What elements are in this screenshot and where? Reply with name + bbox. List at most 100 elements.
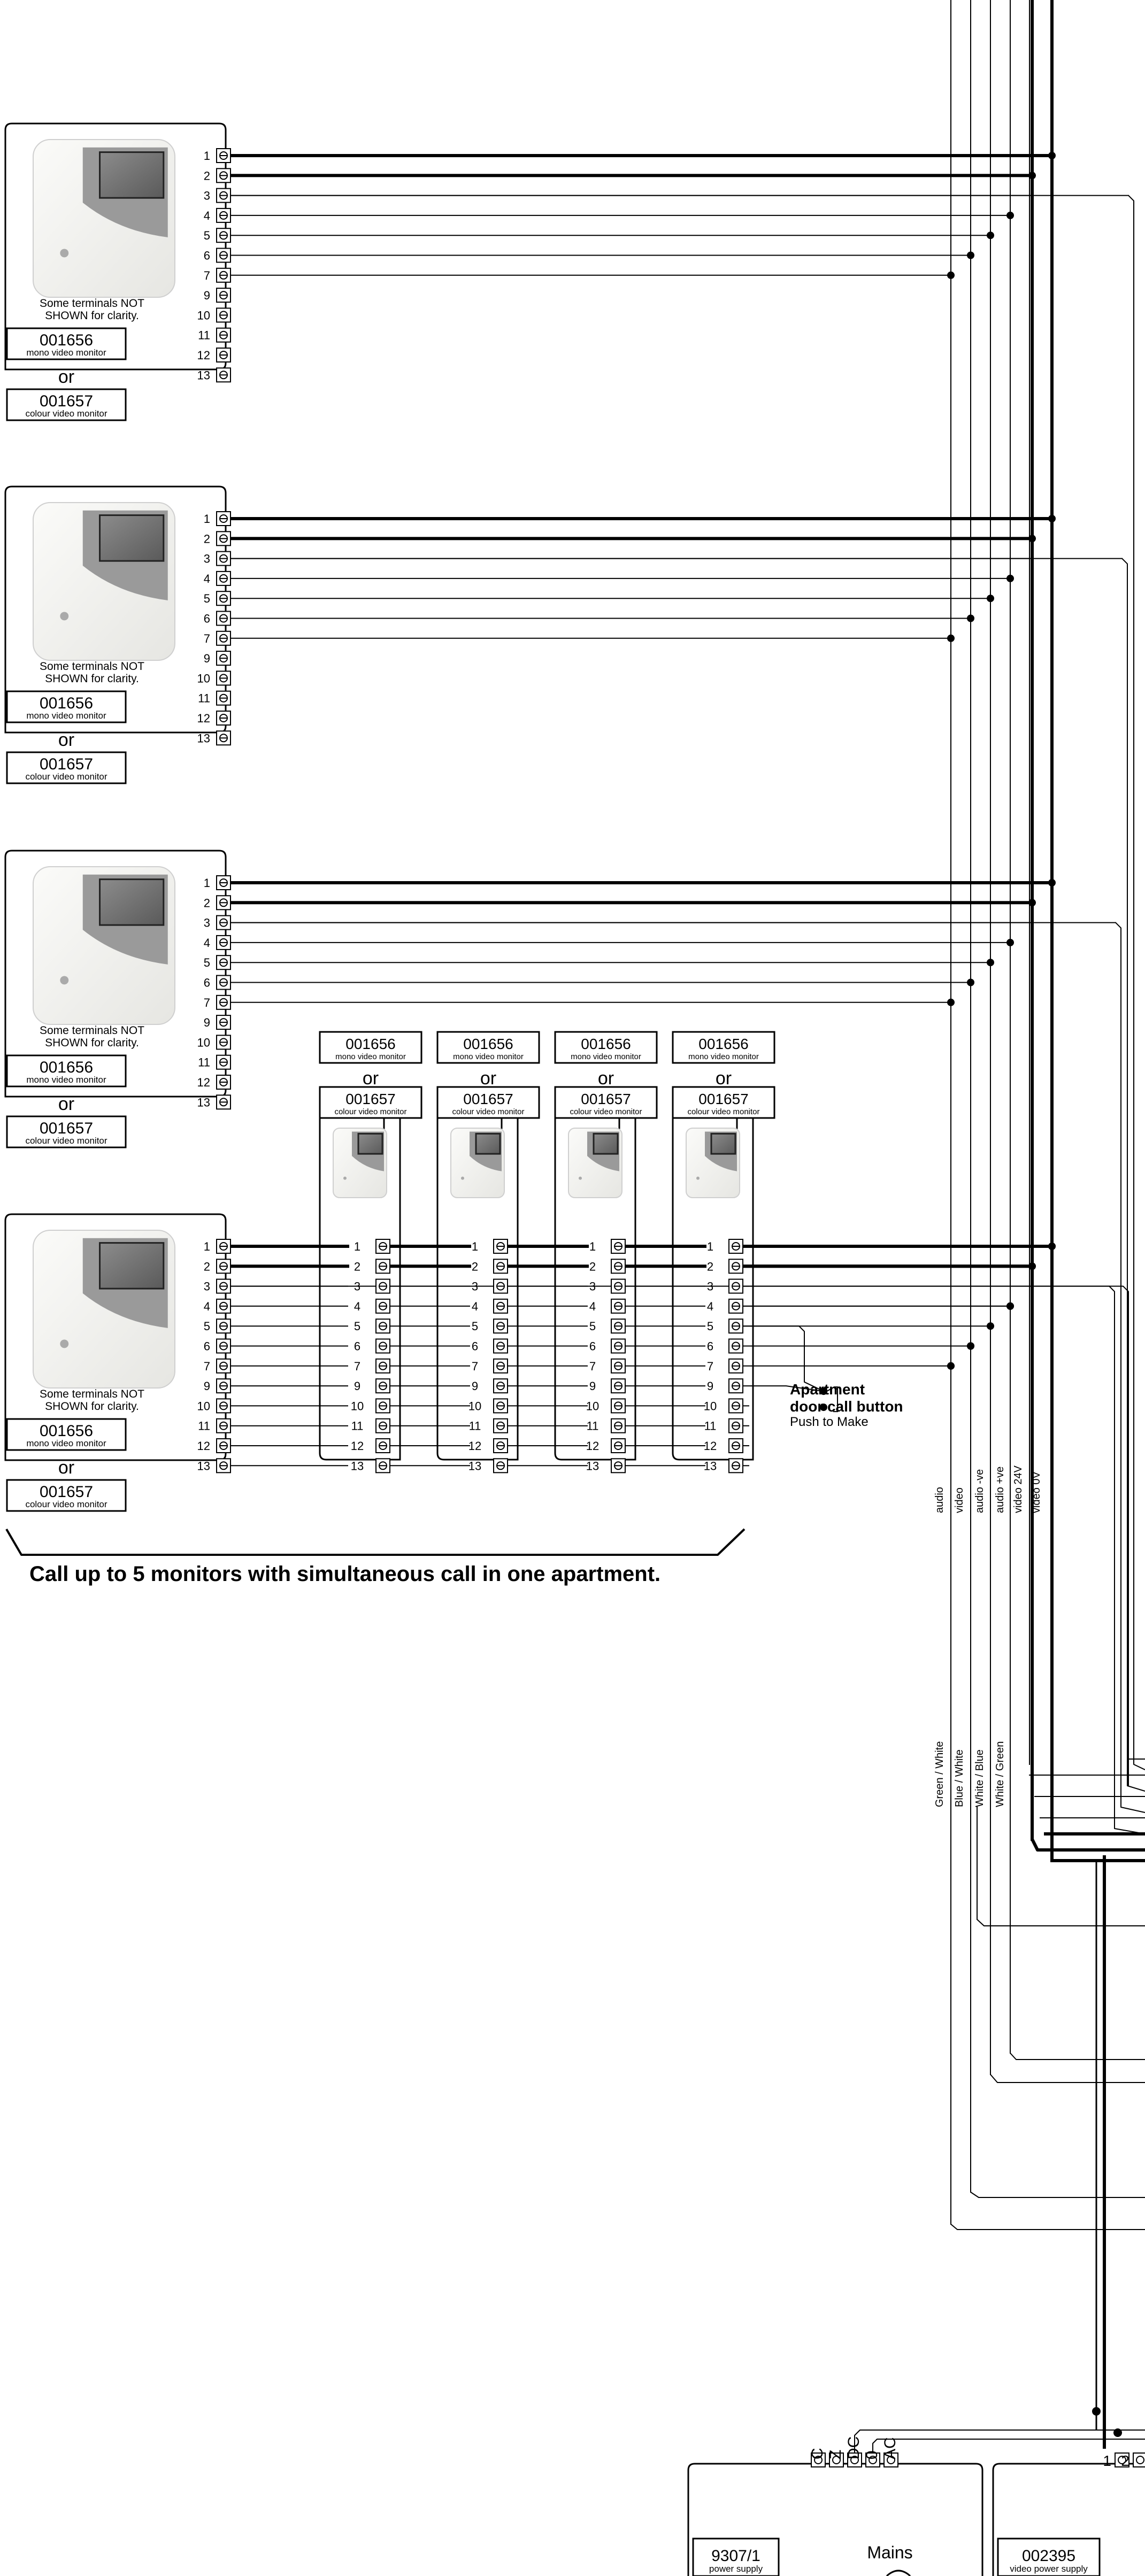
- screw-head: [379, 1421, 387, 1430]
- screw-head: [219, 151, 228, 160]
- monitor-terminal: [216, 955, 231, 970]
- screw-head: [732, 1301, 740, 1310]
- extra-colour-code-code: 001657: [345, 1091, 395, 1107]
- extra-mono-code-code: 001656: [463, 1036, 513, 1052]
- extra-monitor-outline: [436, 1118, 502, 1461]
- screw-head: [219, 898, 228, 907]
- video-ps-terminal-screw: [1136, 2456, 1144, 2464]
- extra-monitor-outline: [672, 1118, 737, 1461]
- terminal-number: 9: [204, 652, 210, 665]
- bus-line: [1128, 1759, 1145, 1764]
- terminal-number: 4: [204, 936, 210, 950]
- screw-head: [496, 1441, 505, 1450]
- extra-mono-code-label: mono video monitor: [688, 1052, 759, 1061]
- power-terminal-screw: [869, 2456, 877, 2464]
- terminal-number: 13: [197, 1096, 210, 1109]
- extra-terminal-number: 12: [468, 1439, 481, 1453]
- cable-colour-label: Blue / White: [954, 1749, 965, 1807]
- extra-terminal-number: 3: [707, 1280, 713, 1293]
- video-ps-terminal-label: 2: [1121, 2452, 1129, 2469]
- extra-terminal-number: 10: [351, 1399, 364, 1413]
- screw-head: [219, 1262, 228, 1271]
- screw-head: [219, 1441, 228, 1450]
- monitor-photo-screen: [99, 151, 165, 199]
- mono-monitor-code-box: [6, 1418, 127, 1451]
- screw-head: [614, 1421, 623, 1430]
- screw-head: [219, 594, 228, 603]
- screw-head: [219, 351, 228, 359]
- screw-head: [614, 1282, 623, 1291]
- extra-monitor-terminal: [611, 1458, 626, 1474]
- junction-dot: [947, 271, 955, 279]
- extra-terminal-number: 10: [468, 1399, 481, 1413]
- terminal-number: 7: [204, 996, 210, 1009]
- screw-head: [219, 1242, 228, 1251]
- terminal-number: 10: [197, 1399, 210, 1413]
- video-tap-riser: [1121, 558, 1145, 1792]
- screw-head: [732, 1341, 740, 1351]
- colour-monitor-code-code: 001657: [40, 1483, 93, 1501]
- extra-terminal-number: 7: [707, 1360, 713, 1373]
- terminal-number: 13: [197, 368, 210, 382]
- extra-monitor-photo-button: [696, 1176, 700, 1180]
- junction-dot: [1006, 574, 1014, 582]
- extra-terminal-number: 4: [472, 1300, 478, 1313]
- terminal-number: 10: [197, 672, 210, 685]
- power-dc-wire: [854, 2430, 1145, 2453]
- signal-label: video: [954, 1487, 965, 1513]
- extra-terminal-number: 9: [589, 1379, 596, 1393]
- monitor-photo-button: [60, 1339, 69, 1348]
- or-label: or: [58, 367, 74, 387]
- power-terminal-label: Z: [827, 2450, 844, 2459]
- terminal-number: 5: [204, 1320, 210, 1333]
- junction-dot: [967, 251, 974, 259]
- extra-terminal-number: 2: [354, 1260, 360, 1273]
- extra-mono-code-label: mono video monitor: [335, 1052, 406, 1061]
- push-button-symbol: [826, 1386, 838, 1413]
- extra-mono-code-label: mono video monitor: [571, 1052, 641, 1061]
- screw-head: [379, 1441, 387, 1450]
- extra-or-label: or: [363, 1068, 379, 1089]
- screw-head: [219, 654, 228, 663]
- screw-head: [496, 1361, 505, 1370]
- power-terminal: [811, 2452, 826, 2467]
- extra-terminal-number: 13: [586, 1459, 599, 1472]
- screw-head: [219, 271, 228, 280]
- power-terminal-screw: [832, 2456, 841, 2464]
- extra-terminal-number: 4: [707, 1300, 713, 1313]
- button-contact: [820, 1403, 827, 1412]
- colour-monitor-code-box: [6, 1115, 127, 1148]
- extra-colour-code-label: colour video monitor: [452, 1107, 524, 1116]
- terminal-number: 12: [197, 1439, 210, 1453]
- extra-terminal-number: 12: [586, 1439, 599, 1453]
- screw-head: [379, 1361, 387, 1370]
- caption: Call up to 5 monitors with simultaneous …: [29, 1562, 660, 1586]
- cable-colour-label: Green / White: [934, 1741, 946, 1807]
- mono-monitor-code-label: mono video monitor: [26, 1438, 106, 1448]
- extra-terminal-number: 4: [589, 1300, 596, 1313]
- terminal-number: 11: [198, 692, 210, 705]
- power-terminal-label: 0: [863, 2450, 881, 2459]
- terminal-number: 4: [204, 572, 210, 585]
- screw-head: [219, 1341, 228, 1351]
- extra-or-label: or: [716, 1068, 732, 1089]
- or-label: or: [58, 1094, 74, 1114]
- extra-terminal-number: 5: [354, 1320, 360, 1333]
- mains-symbol: [886, 2570, 911, 2576]
- extra-colour-code-code: 001657: [463, 1091, 513, 1107]
- screw-head: [219, 1421, 228, 1430]
- terminal-number: 6: [204, 612, 210, 626]
- extra-terminal-number: 3: [354, 1280, 360, 1293]
- extra-monitor-outline: [554, 1118, 619, 1461]
- clarity-note-line1: Some terminals NOT: [40, 660, 144, 673]
- ps-9307-code-box: [692, 2538, 780, 2576]
- screw-head: [219, 878, 228, 887]
- screw-head: [496, 1301, 505, 1310]
- screw-head: [379, 1301, 387, 1310]
- screw-head: [219, 311, 228, 320]
- extra-terminal-number: 2: [707, 1260, 713, 1273]
- extra-colour-code-box: [319, 1086, 422, 1119]
- monitor-photo-screen: [99, 1242, 165, 1290]
- screw-head: [496, 1242, 505, 1251]
- terminal-number: 10: [197, 1036, 210, 1049]
